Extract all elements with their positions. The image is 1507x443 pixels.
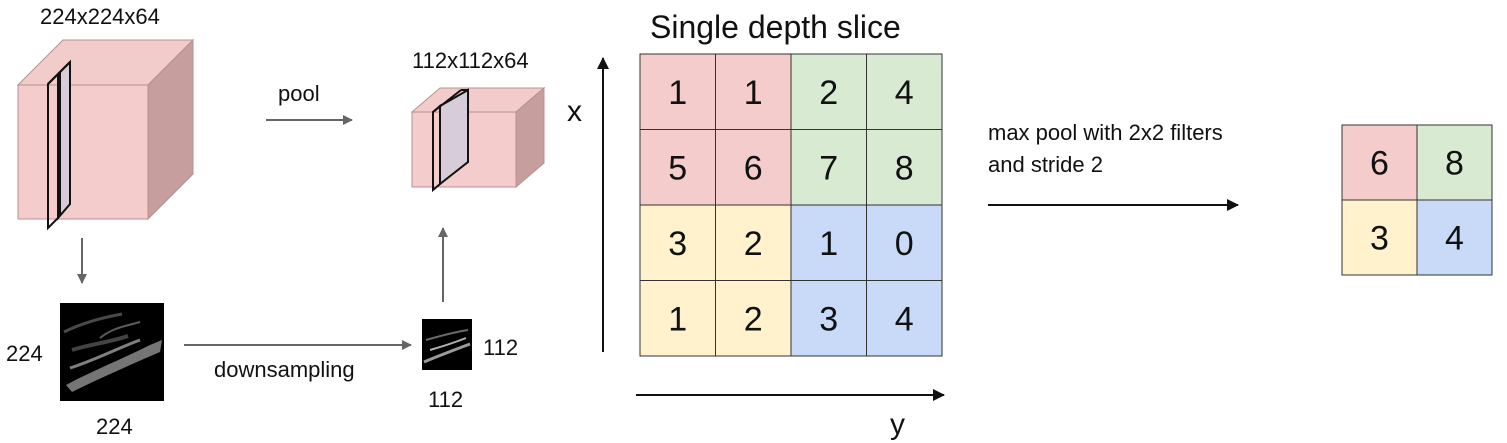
grid-cell-value: 1 xyxy=(819,225,838,263)
grid-cell-value: 4 xyxy=(895,300,914,338)
input-volume-front xyxy=(17,84,149,220)
operation-line-1: max pool with 2x2 filters xyxy=(988,120,1223,145)
grid-cell xyxy=(790,129,867,206)
input-volume xyxy=(16,38,195,231)
result-cell xyxy=(1341,124,1418,201)
grid-cell-value: 6 xyxy=(744,149,763,187)
image-height-label: 224 xyxy=(6,341,43,366)
grid-cell xyxy=(639,204,716,281)
grid-cell xyxy=(866,280,943,357)
grid-cell-value: 2 xyxy=(744,225,763,263)
grid-cell-value: 5 xyxy=(668,149,687,187)
grid-cell xyxy=(639,129,716,206)
slice-title: Single depth slice xyxy=(650,9,901,45)
downsampling-label: downsampling xyxy=(214,357,355,382)
image-width-label: 224 xyxy=(96,414,133,439)
y-axis-label: y xyxy=(890,408,905,441)
grid-cell-value: 1 xyxy=(668,74,687,112)
downsampled-image xyxy=(422,319,472,370)
grid-cell-value: 2 xyxy=(744,300,763,338)
pool-label: pool xyxy=(278,81,320,106)
grid-cell-value: 3 xyxy=(819,300,838,338)
grid-cell xyxy=(715,204,792,281)
result-cell xyxy=(1341,199,1418,276)
operation-line-2: and stride 2 xyxy=(988,152,1103,177)
grid-cell-value: 8 xyxy=(895,149,914,187)
grid-cell xyxy=(639,280,716,357)
grid-cell-value: 4 xyxy=(895,74,914,112)
result-cell-value: 4 xyxy=(1445,220,1464,258)
result-cell xyxy=(1416,199,1493,276)
input-volume-label: 224x224x64 xyxy=(40,4,160,29)
grid-cell-value: 2 xyxy=(819,74,838,112)
grid-cell-value: 0 xyxy=(895,225,914,263)
grid-cell xyxy=(866,53,943,130)
result-cell-value: 3 xyxy=(1370,220,1389,258)
grid-cell xyxy=(866,204,943,281)
grid-cell-value: 3 xyxy=(668,225,687,263)
grid-cell xyxy=(790,204,867,281)
result-cell-value: 6 xyxy=(1370,145,1389,183)
input-slice-top xyxy=(47,61,71,85)
pooled-volume-label: 112x112x64 xyxy=(412,48,529,73)
input-grid: 1 1 2 4 5 6 7 8 3 2 1 0 1 2 3 4 xyxy=(639,53,943,357)
small-image-width-label: 112 xyxy=(428,387,463,412)
grid-cell-value: 7 xyxy=(819,149,838,187)
result-cell xyxy=(1416,124,1493,201)
pooled-volume xyxy=(410,86,546,193)
grid-cell xyxy=(639,53,716,130)
grid-cell xyxy=(790,280,867,357)
small-image-height-label: 112 xyxy=(483,335,518,360)
grid-cell-value: 1 xyxy=(668,300,687,338)
grid-cell xyxy=(715,280,792,357)
input-image xyxy=(60,303,164,401)
grid-cell xyxy=(866,129,943,206)
x-axis-label: x xyxy=(567,95,582,128)
result-cell-value: 8 xyxy=(1445,145,1464,183)
grid-cell-value: 1 xyxy=(744,74,763,112)
output-grid: 6 8 3 4 xyxy=(1341,124,1493,276)
